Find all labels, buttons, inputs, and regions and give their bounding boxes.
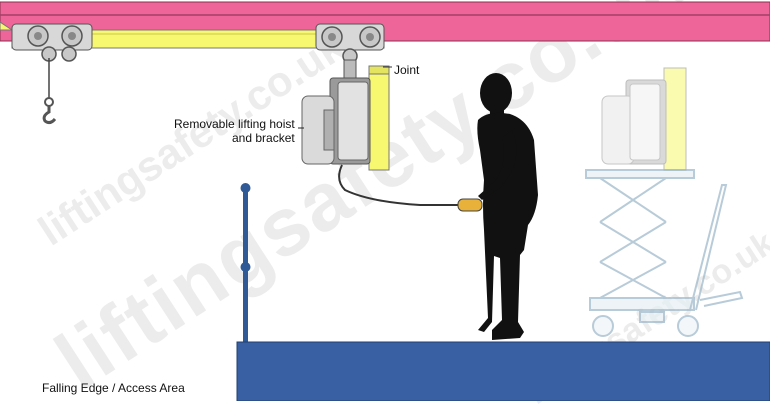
left-trolley [11,23,93,125]
stored-hoist [601,67,687,171]
falling-edge-label: Falling Edge / Access Area [42,381,185,395]
pendant-controller [457,198,483,212]
lifting-hoist [298,77,371,165]
hoist-label: Removable lifting hoist and bracket [172,117,295,145]
access-floor [236,341,770,401]
vertical-rail-joint [368,65,392,171]
operator-silhouette [477,73,538,340]
scissor-lift-table [585,169,744,337]
pendant-cable [338,164,462,206]
hoist-label-line1: Removable lifting hoist [173,117,295,131]
diagram-canvas [0,1,770,401]
hoist-label-line2: and bracket [232,131,295,145]
guard-post [240,183,251,343]
right-trolley [315,23,385,83]
joint-label: Joint [394,63,420,77]
